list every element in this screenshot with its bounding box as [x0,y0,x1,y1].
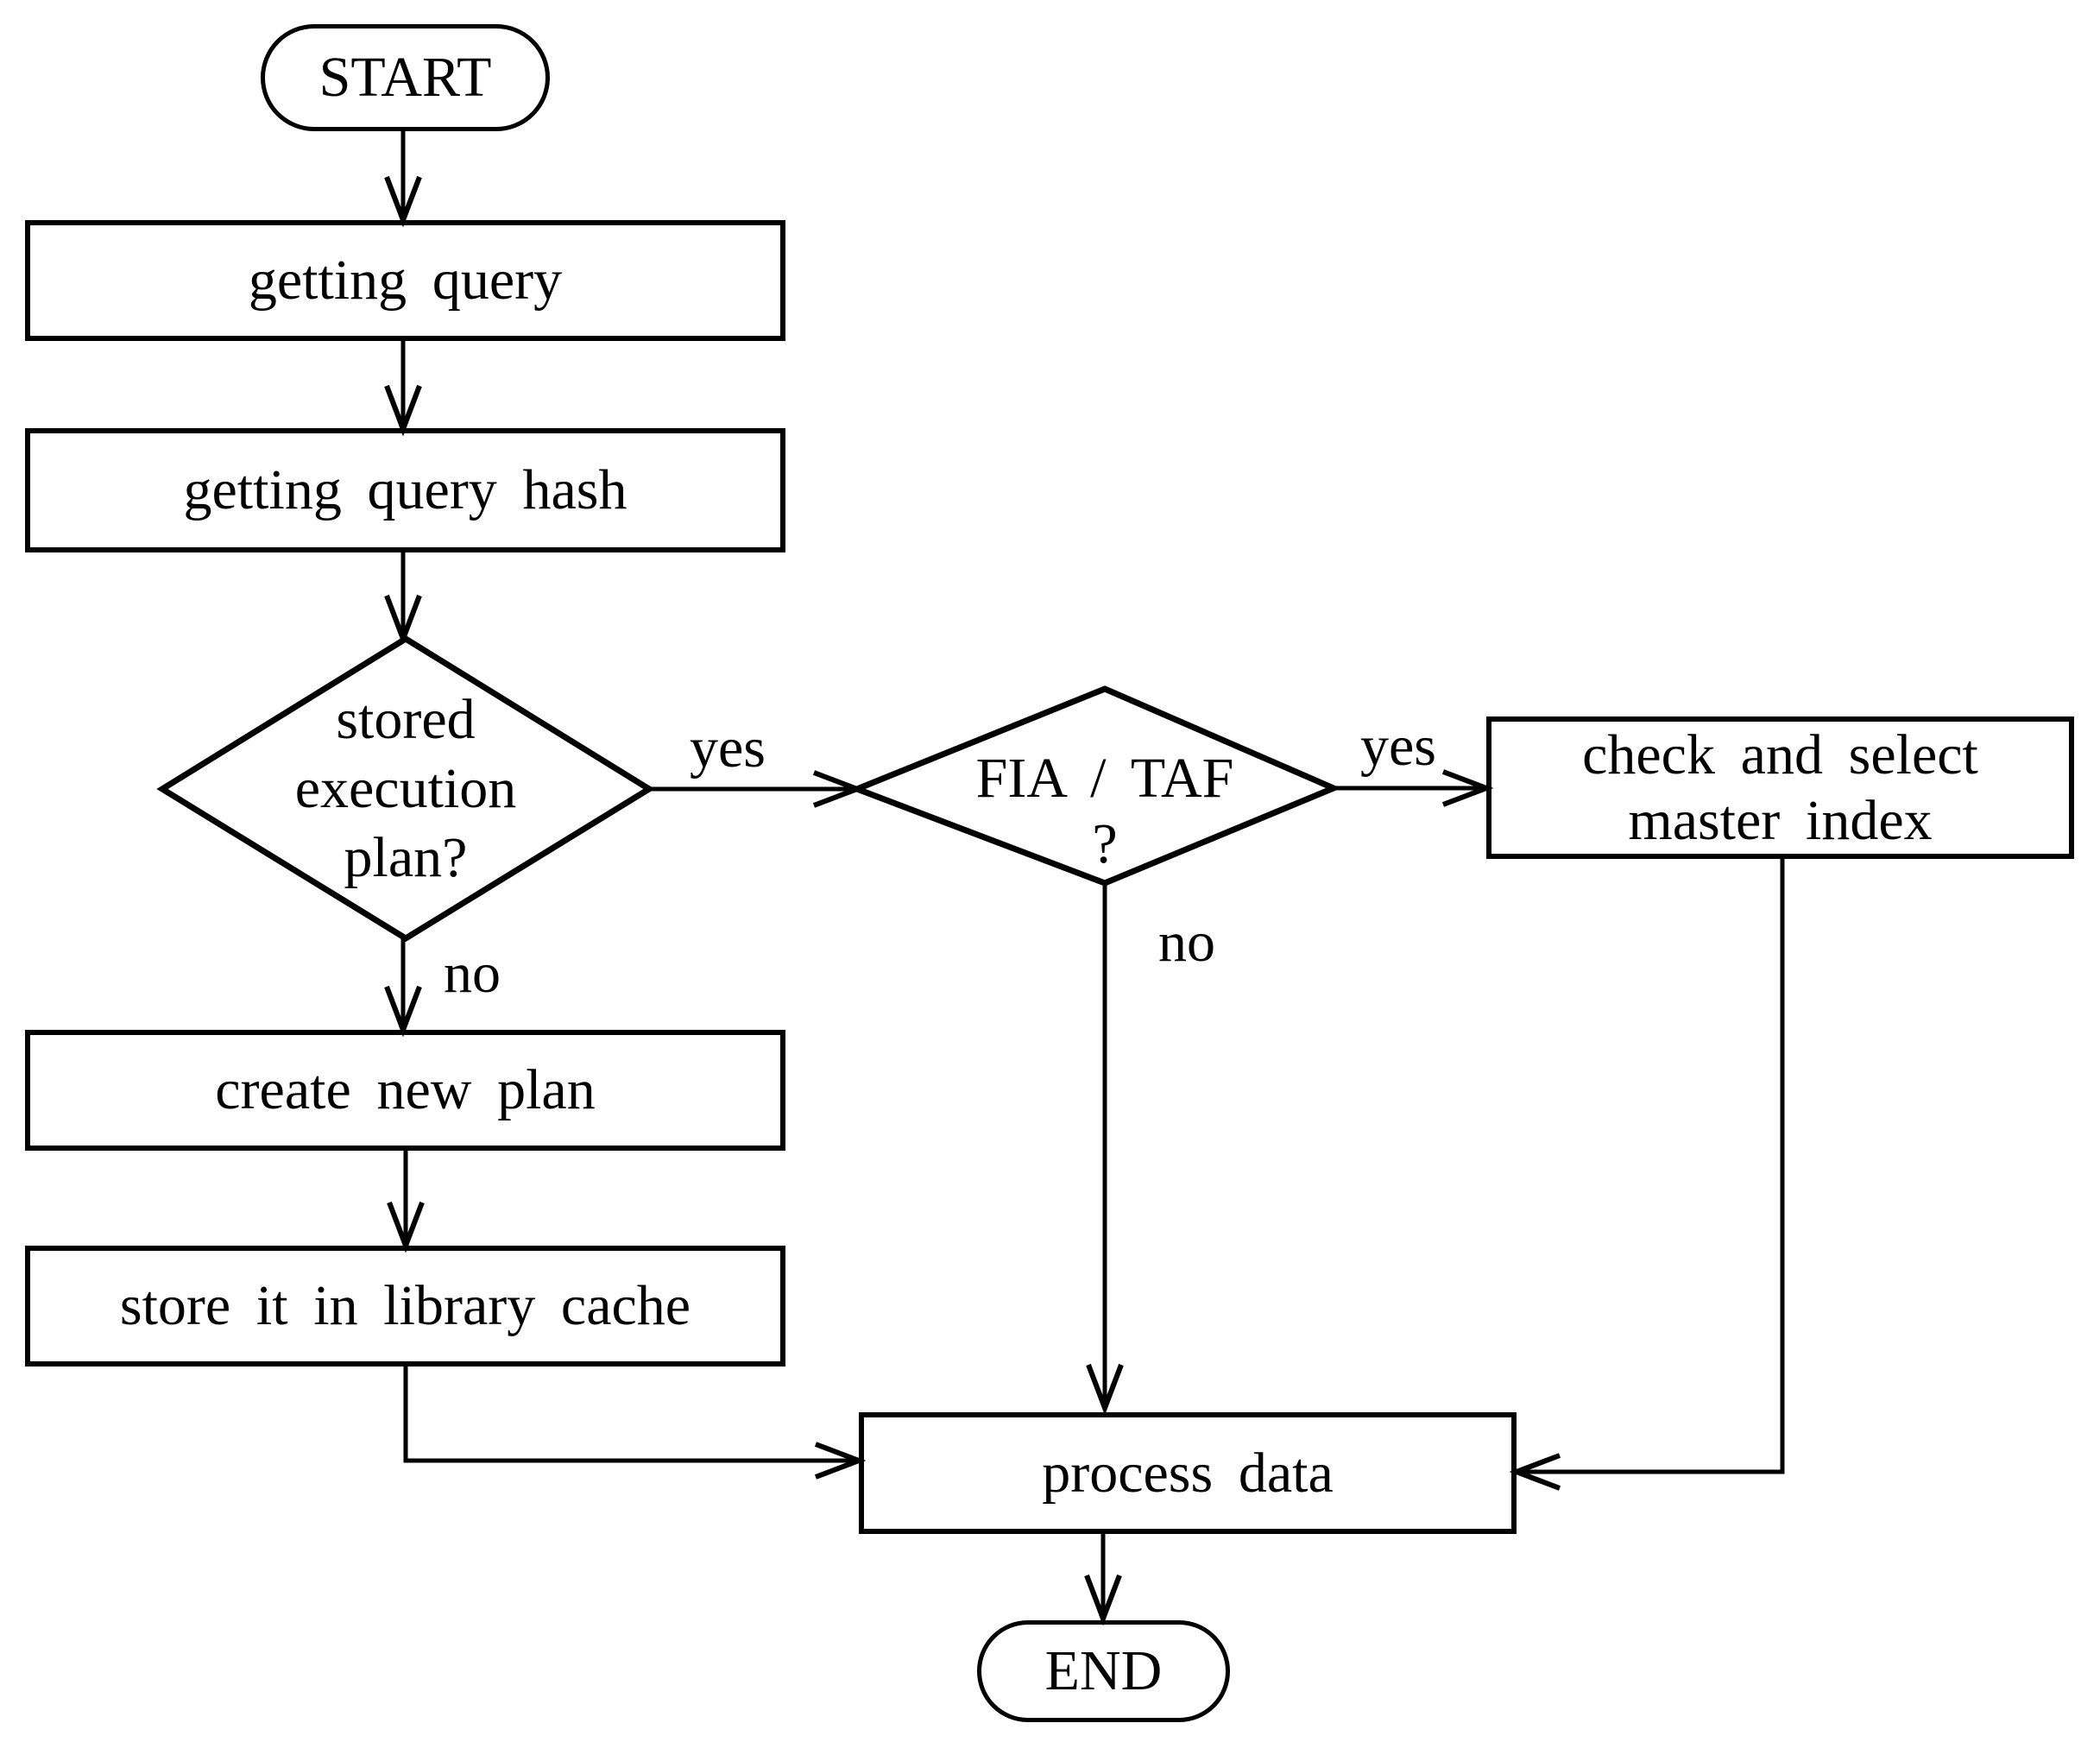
node-create-new-plan: create new plan [25,1030,785,1151]
edge-store-to-process [403,1367,867,1480]
stored-plan-diamond-shape [156,634,655,943]
node-getting-query: getting query [25,220,785,341]
node-getting-query-hash: getting query hash [25,428,785,552]
edge-stored-plan-no-to-create [384,938,422,1038]
edge-line [403,1367,855,1463]
edge-check-to-process [1509,859,1785,1491]
edge-label-stored-plan-no: no [444,942,501,1005]
node-process-data: process data [859,1412,1517,1534]
edge-stored-plan-yes-to-fia-taf [649,770,865,808]
edge-start-to-getting-query [384,131,422,228]
arrowhead-down-icon [1084,1574,1122,1626]
edge-label-fia-taf-no: no [1158,911,1215,974]
edge-hash-to-stored-plan [384,552,422,647]
node-end: END [977,1620,1230,1722]
node-store-library-cache: store it in library cache [25,1246,785,1367]
node-start: START [261,24,550,131]
arrowhead-right-icon [812,770,865,808]
node-fia-taf-decision: FIA / TAF ? [975,747,1234,875]
edge-create-to-store [387,1151,425,1253]
node-stored-plan-decision: stored execution plan? [294,688,517,889]
arrowhead-down-icon [1086,1363,1124,1416]
arrowhead-left-icon [1509,1453,1561,1491]
node-check-master-index: check and select master index [1486,716,2074,859]
edge-label-stored-plan-yes: yes [690,716,766,780]
edge-process-to-end [1084,1534,1122,1626]
edge-line [1521,859,1785,1474]
edge-getting-query-to-hash [384,341,422,437]
edge-fia-taf-no-to-process [1086,883,1124,1416]
edge-label-fia-taf-yes: yes [1360,715,1436,778]
